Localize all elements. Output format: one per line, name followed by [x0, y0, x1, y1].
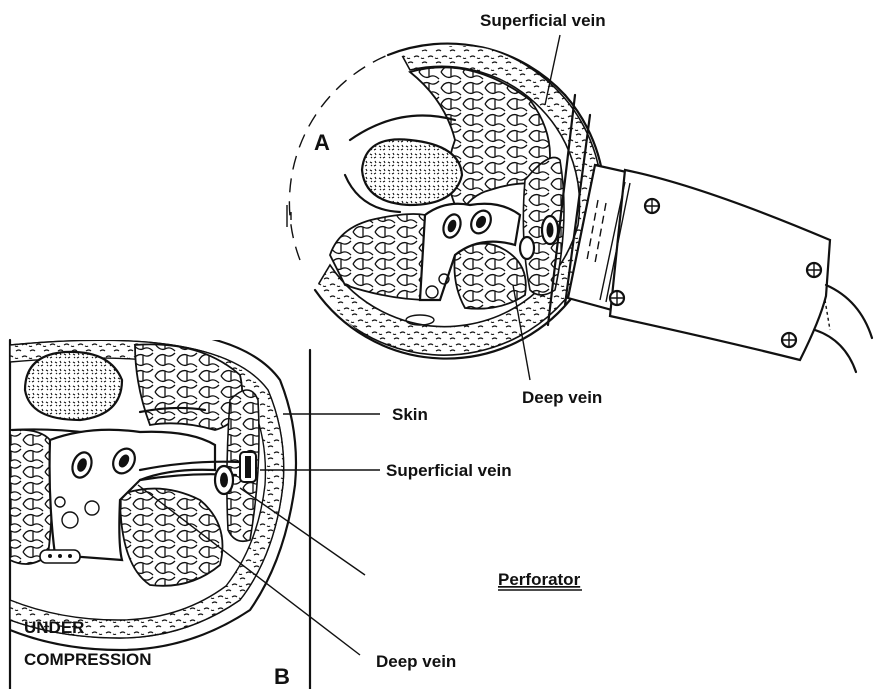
label-deep-vein-a: Deep vein: [522, 388, 602, 407]
label-panel-b: B: [274, 664, 290, 689]
panel-a-cross-section: [287, 42, 605, 359]
label-superficial-vein-top: Superficial vein: [480, 11, 606, 30]
label-under: UNDER: [24, 618, 84, 637]
label-panel-a: A: [314, 130, 330, 155]
ultrasound-probe: [548, 95, 872, 372]
label-skin: Skin: [392, 405, 428, 424]
label-perforator: Perforator: [498, 570, 581, 589]
label-compression: COMPRESSION: [24, 650, 152, 669]
label-deep-vein-b: Deep vein: [376, 652, 456, 671]
label-superficial-vein-b: Superficial vein: [386, 461, 512, 480]
